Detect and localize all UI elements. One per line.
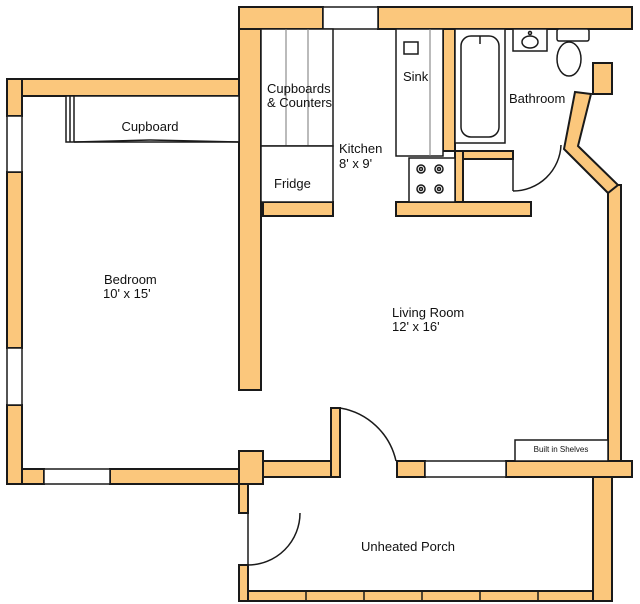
door-porch-swing: [247, 512, 301, 566]
wall-bedroom-top: [6, 78, 240, 97]
wall-door-jamb: [330, 407, 341, 478]
wall-living-bottom-1: [396, 460, 426, 478]
toilet-tank: [556, 28, 590, 42]
label-porch: Unheated Porch: [361, 539, 455, 554]
wall-top-right: [377, 6, 633, 30]
label-bedroom-size: 10' x 15': [103, 286, 151, 301]
bathtub: [454, 28, 506, 144]
wall-kitchen-bath: [442, 28, 456, 152]
stove: [408, 157, 456, 203]
wall-porch-right: [592, 476, 613, 602]
fixtures: [65, 28, 609, 462]
wall-kitchen-bedroom: [238, 28, 262, 391]
wall-top-left: [238, 6, 324, 30]
wall-bedroom-bottom-1: [21, 468, 45, 485]
label-fridge: Fridge: [274, 176, 311, 191]
sink-counter: [395, 28, 444, 157]
label-bedroom: Bedroom: [104, 272, 157, 287]
labels: Cupboard Cupboards & Counters Sink Bathr…: [103, 69, 588, 554]
wall-right: [607, 184, 622, 462]
sink-basin: [403, 41, 419, 55]
label-living-room-size: 12' x 16': [392, 319, 440, 334]
window-bedroom-left-1: [6, 115, 23, 173]
toilet-bowl: [556, 41, 582, 77]
window-living-bottom: [424, 460, 507, 478]
walls: [6, 6, 633, 602]
label-built-in-shelves: Built in Shelves: [534, 445, 589, 454]
window-kitchen: [322, 6, 379, 30]
window-bedroom-bottom: [43, 468, 111, 485]
label-living-room: Living Room: [392, 305, 464, 320]
kitchen-counters: [260, 28, 334, 147]
wall-porch-top-left: [262, 460, 333, 478]
wall-bedroom-left-1: [6, 78, 23, 117]
bedroom-cupboard: [65, 95, 240, 143]
wall-bathroom-angle: [562, 90, 620, 195]
built-in-shelves: [514, 439, 609, 462]
door-bathroom-swing: [512, 144, 562, 192]
wall-bath-stub: [454, 150, 464, 203]
wall-living-bottom-2: [505, 460, 633, 478]
door-living-swing: [339, 407, 397, 462]
fridge: [260, 145, 334, 203]
wall-right-upper: [592, 62, 613, 95]
label-cupboards-line2: & Counters: [267, 95, 333, 110]
windows: [6, 6, 539, 601]
window-bedroom-left-2: [6, 347, 23, 406]
wall-bedroom-bottom-2: [109, 468, 240, 485]
wall-junction: [238, 450, 264, 485]
doors: [247, 144, 562, 566]
wall-kitchen-bottom: [395, 201, 532, 217]
bathroom-sink: [512, 28, 548, 52]
wall-porch-left-2: [238, 564, 249, 602]
label-cupboards-line1: Cupboards: [267, 81, 331, 96]
wall-bedroom-left-3: [6, 404, 23, 485]
wall-porch-bottom: [247, 590, 594, 602]
label-kitchen-size: 8' x 9': [339, 156, 372, 171]
label-bathroom: Bathroom: [509, 91, 565, 106]
label-sink: Sink: [403, 69, 429, 84]
wall-fridge-bottom: [262, 201, 334, 217]
stove-burners: [416, 164, 444, 194]
label-cupboard: Cupboard: [121, 119, 178, 134]
wall-porch-left-1: [238, 483, 249, 514]
label-kitchen: Kitchen: [339, 141, 382, 156]
wall-bedroom-left-2: [6, 171, 23, 349]
